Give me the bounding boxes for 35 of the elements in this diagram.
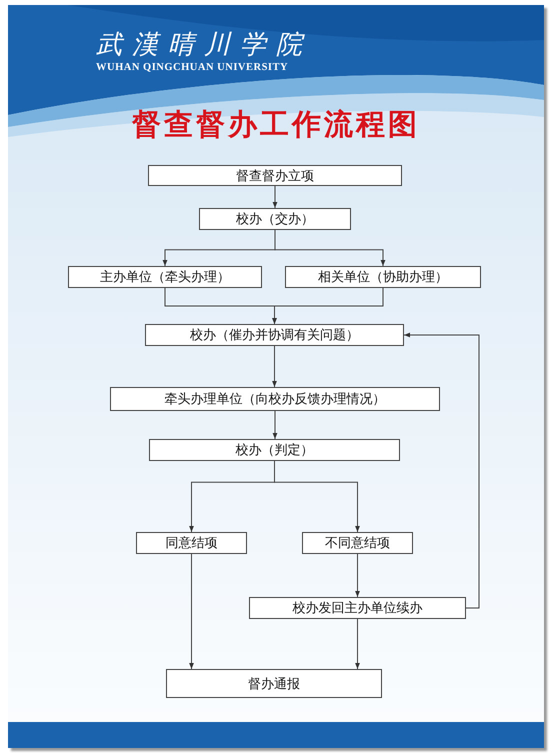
connector-arrow [274,230,386,266]
title: 督查督办工作流程图 [131,106,421,143]
process-box [166,669,382,698]
step-text: 主办单位（牵头办理） [100,269,230,286]
connector-arrow [274,460,360,532]
step-text: 校办（判定） [236,442,314,459]
process-box [136,532,247,554]
process-box [149,439,400,461]
connector-arrow [272,410,278,440]
connector-arrow [272,288,384,324]
process-box [145,324,404,346]
connector-arrow [404,332,480,608]
process-box [199,208,351,230]
step-text: 督查督办立项 [236,168,314,184]
connector-arrow [355,554,360,598]
process-box [148,165,402,186]
process-box [110,387,440,411]
process-box [285,266,481,288]
step-text: 校办发回主办单位续办 [292,600,422,617]
step-text: 不同意结项 [325,535,390,552]
connector-arrow [272,186,278,208]
step-text: 牵头办理单位（向校办反馈办理情况） [164,391,386,408]
step-text: 督办通报 [248,676,300,692]
process-box [249,597,466,619]
step-text: 校办（交办） [236,211,314,228]
process-box [68,266,262,288]
step-text: 同意结项 [166,535,218,552]
connector-arrow [355,618,360,670]
school-name-english: WUHAN QINGCHUAN UNIVERSITY [96,62,288,73]
connector-arrow [189,554,194,670]
school-name: 武漢晴川学院 [96,29,312,62]
connector-arrow [272,346,277,388]
step-text: 校办（催办并协调有关问题） [190,327,359,344]
process-box [302,532,413,554]
step-text: 相关单位（协助办理） [318,269,448,286]
